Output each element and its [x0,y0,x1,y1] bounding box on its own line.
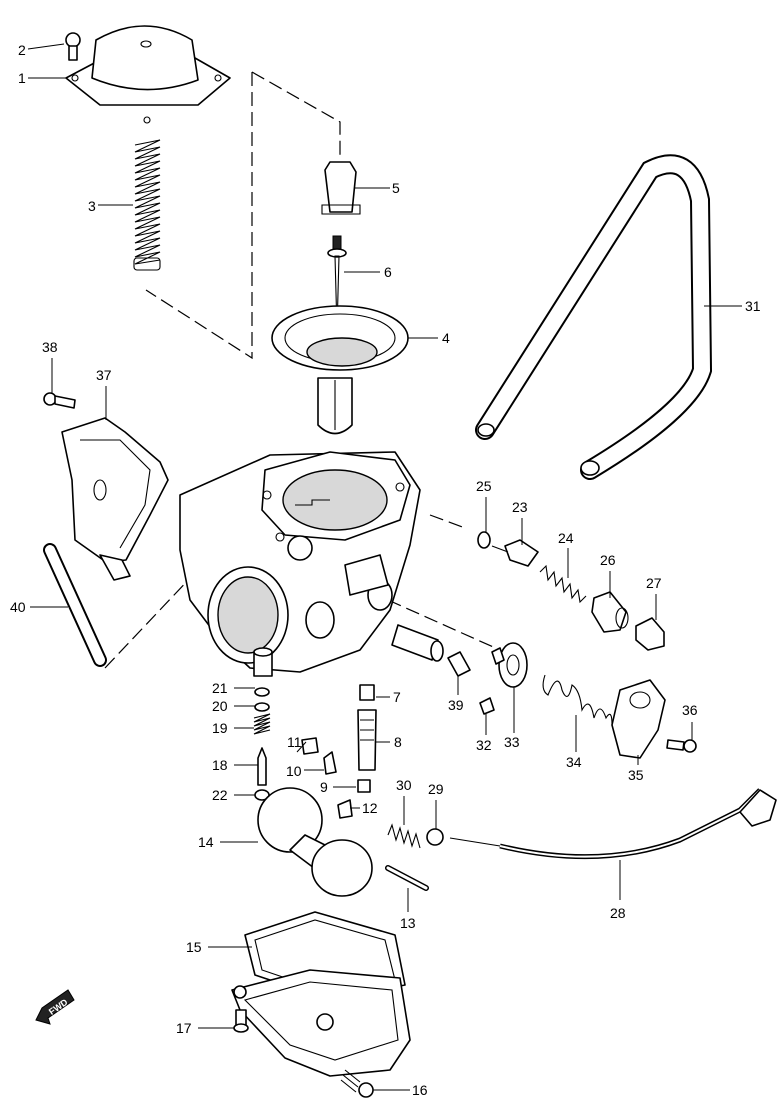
callout-number-37[interactable]: 37 [96,367,112,383]
callout-number-18[interactable]: 18 [212,757,228,773]
callout-number-25[interactable]: 25 [476,478,492,494]
callout-labels: 1234567891011121314151617181920212223242… [10,42,761,1098]
needle-holder-part[interactable] [321,161,361,215]
callout-number-5[interactable]: 5 [392,180,400,196]
callout-number-23[interactable]: 23 [512,499,528,515]
callout-number-14[interactable]: 14 [198,834,214,850]
callout-number-17[interactable]: 17 [176,1020,192,1036]
callout-number-19[interactable]: 19 [212,720,228,736]
callout-number-24[interactable]: 24 [558,530,574,546]
diaphragm-spring-part[interactable] [542,674,613,726]
callout-number-22[interactable]: 22 [212,787,228,803]
callout-number-12[interactable]: 12 [362,800,378,816]
plunger-nut-part[interactable] [591,591,629,633]
callout-number-35[interactable]: 35 [628,767,644,783]
callout-number-21[interactable]: 21 [212,680,228,696]
callout-number-34[interactable]: 34 [566,754,582,770]
callout-number-33[interactable]: 33 [504,734,520,750]
bracket-bolt-part[interactable] [43,392,76,409]
callout-number-3[interactable]: 3 [88,198,96,214]
callout-number-7[interactable]: 7 [393,689,401,705]
callout-number-38[interactable]: 38 [42,339,58,355]
nut-part-32[interactable] [479,697,495,715]
jet-set-parts[interactable] [301,684,377,819]
callout-number-10[interactable]: 10 [286,763,302,779]
callout-number-11[interactable]: 11 [287,734,302,750]
callout-number-30[interactable]: 30 [396,777,412,793]
idle-stack-parts[interactable] [253,687,271,801]
top-cover-part[interactable] [65,25,231,124]
jet-needle-part[interactable] [327,235,347,331]
throttle-bracket-part[interactable] [61,417,169,581]
callout-number-29[interactable]: 29 [428,781,444,797]
drain-hose-part[interactable] [43,543,107,667]
cable-spring-parts[interactable] [387,823,444,849]
pilot-jet-part-39[interactable] [447,651,471,677]
callout-number-1[interactable]: 1 [18,70,26,86]
cover-screw-part[interactable] [65,32,81,61]
callout-leader-2 [27,43,65,50]
callout-number-32[interactable]: 32 [476,737,492,753]
piston-spring-part[interactable] [133,139,161,271]
callout-number-2[interactable]: 2 [18,42,26,58]
diaphragm-cover-part[interactable] [611,679,666,759]
callout-number-4[interactable]: 4 [442,330,450,346]
callout-number-26[interactable]: 26 [600,552,616,568]
float-part[interactable] [257,787,373,897]
diaphragm-piston-part[interactable] [271,305,409,435]
callout-number-8[interactable]: 8 [394,734,402,750]
callout-number-16[interactable]: 16 [412,1082,428,1098]
o-ring-part-25[interactable] [477,531,491,549]
callout-number-20[interactable]: 20 [212,698,228,714]
plunger-cap-part[interactable] [635,617,665,651]
callout-number-9[interactable]: 9 [320,779,328,795]
float-bowl-part[interactable] [231,969,411,1077]
callout-number-28[interactable]: 28 [610,905,626,921]
carburetor-body[interactable] [179,451,444,677]
plunger-spring-part[interactable] [539,564,587,604]
throttle-cable-part[interactable] [449,788,777,860]
callout-number-27[interactable]: 27 [646,575,662,591]
callout-number-6[interactable]: 6 [384,264,392,280]
fwd-arrow-icon: FWD [35,989,75,1025]
cover-screw-part-36[interactable] [666,739,697,753]
float-pin-part[interactable] [385,865,429,891]
vent-tube-part[interactable] [475,154,713,480]
callout-number-39[interactable]: 39 [448,697,464,713]
starter-plunger-part[interactable] [491,539,539,567]
callout-number-36[interactable]: 36 [682,702,698,718]
callout-number-31[interactable]: 31 [745,298,761,314]
bowl-screw-part-17[interactable] [233,1009,249,1033]
callout-number-15[interactable]: 15 [186,939,202,955]
callout-number-13[interactable]: 13 [400,915,416,931]
callout-leader-11 [296,741,307,753]
callout-number-40[interactable]: 40 [10,599,26,615]
accelerator-diaphragm-part[interactable] [491,642,528,688]
